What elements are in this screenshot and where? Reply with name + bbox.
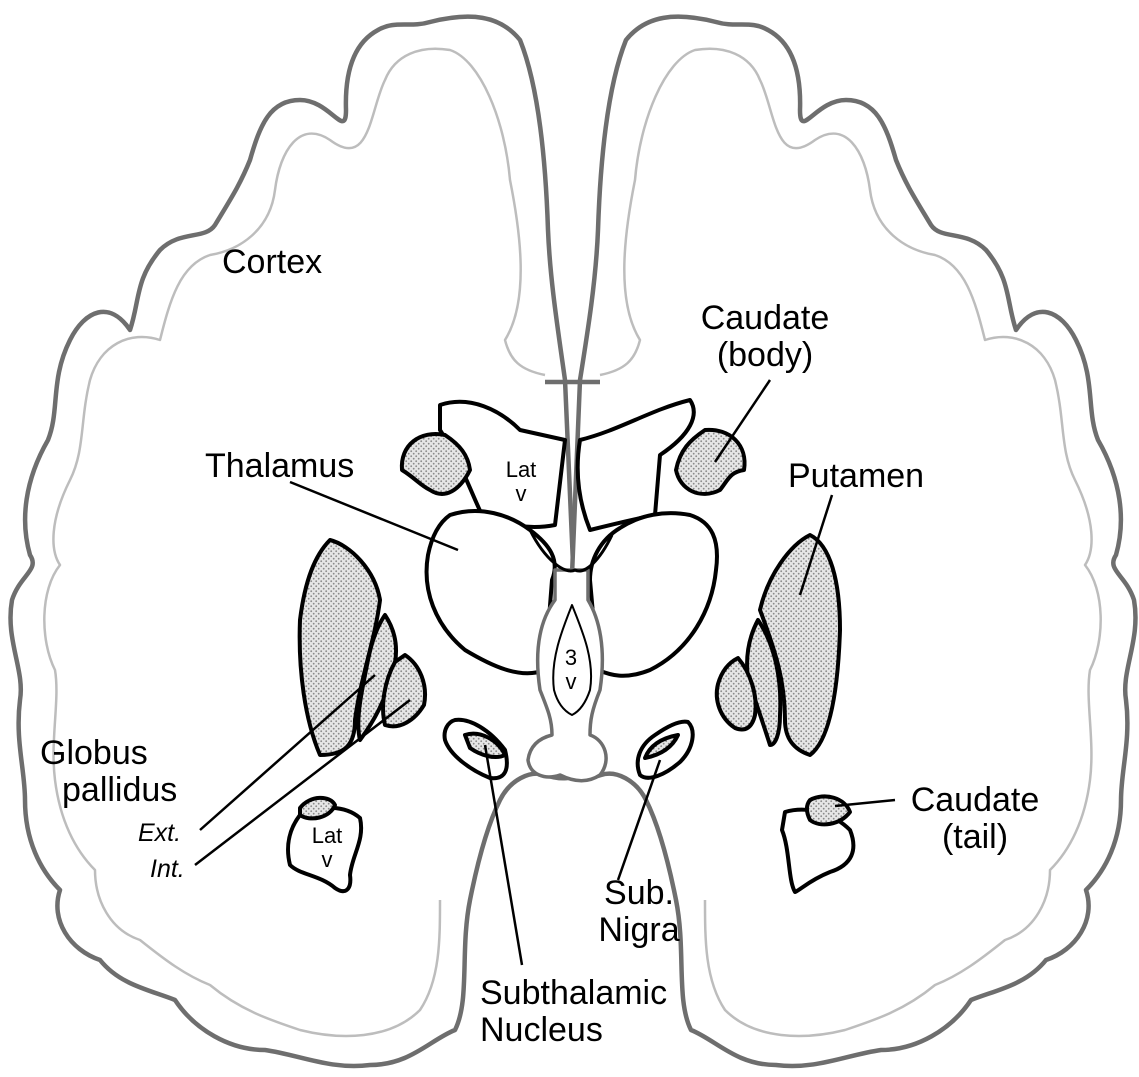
caudate-tail-line1: Caudate (910, 781, 1040, 819)
globus-line1: Globus (40, 734, 148, 772)
cortex-label: Cortex (222, 243, 323, 281)
ext-leader (199, 674, 376, 831)
lateral-ventricle-lower-label: Lat v (302, 824, 352, 872)
globus-pallidus-internal-right[interactable] (714, 656, 758, 732)
caudate-tail-label: Caudate (tail) (895, 782, 1055, 855)
sub-nigra-line1: Sub. (604, 874, 674, 912)
third-v-line1: 3 (564, 645, 578, 670)
sub-nigra-line2: Nigra (598, 910, 680, 949)
caudate-tail-line2: (tail) (941, 817, 1009, 856)
caudate-tail-leader (834, 798, 896, 808)
subthalamic-nucleus-right[interactable] (643, 733, 680, 760)
thalamus-label: Thalamus (205, 447, 355, 485)
putamen-leader (798, 494, 834, 596)
caudate-body-label-line1: Caudate (700, 299, 830, 337)
lat-v-lower-line2: v (321, 846, 333, 872)
globus-line2: pallidus (62, 770, 178, 809)
subthalamic-leader (483, 744, 524, 966)
caudate-body-label: Caudate (body) (690, 300, 840, 373)
third-ventricle-inner (552, 604, 593, 716)
caudate-tail-left[interactable] (298, 795, 337, 821)
substantia-nigra-label: Sub. Nigra (584, 875, 694, 948)
third-v-line2: v (565, 668, 577, 694)
caudate-body-label-line2: (body) (716, 335, 814, 374)
right-cortex-inner-contour (599, 47, 1102, 1038)
lat-v-lower-line1: Lat (311, 823, 343, 848)
globus-pallidus-external-left[interactable] (356, 613, 398, 742)
left-cortex-inner-contour (43, 47, 546, 1038)
lateral-ventricle-lower-left[interactable] (286, 805, 364, 894)
int-leader (194, 699, 411, 866)
globus-pallidus-label: Globus pallidus (40, 735, 177, 808)
globus-pallidus-internal-left[interactable] (381, 653, 427, 729)
caudate-body-left[interactable] (399, 432, 472, 496)
fornix (528, 529, 614, 573)
right-hemisphere (561, 14, 1138, 1069)
caudate-body-right[interactable] (674, 427, 747, 496)
lat-v-upper-line1: Lat (505, 457, 537, 482)
caudate-tail-right[interactable] (805, 794, 852, 827)
lat-v-upper-line2: v (515, 480, 527, 506)
thalamus-left[interactable] (424, 508, 557, 676)
right-ventricle-body[interactable] (575, 398, 696, 532)
ext-label: Ext. (138, 819, 182, 847)
int-label: Int. (150, 855, 185, 883)
third-ventricle-label: 3 v (556, 646, 586, 694)
putamen-label: Putamen (788, 457, 925, 495)
left-hemisphere (8, 14, 585, 1069)
sub-nigra-leader (616, 759, 662, 881)
thalamus-leader (289, 480, 459, 552)
subthalamic-line1: Subthalamic (480, 974, 668, 1012)
lateral-ventricle-upper-label: Lat v (496, 458, 546, 506)
thalamus-right[interactable] (588, 511, 719, 678)
globus-pallidus-external-right[interactable] (745, 618, 783, 747)
subthalamic-line2: Nucleus (480, 1010, 603, 1049)
putamen-left[interactable] (297, 538, 382, 757)
putamen-right[interactable] (758, 533, 842, 757)
subthalamic-nucleus-label: Subthalamic Nucleus (480, 975, 667, 1048)
caudate-body-leader (713, 379, 772, 463)
